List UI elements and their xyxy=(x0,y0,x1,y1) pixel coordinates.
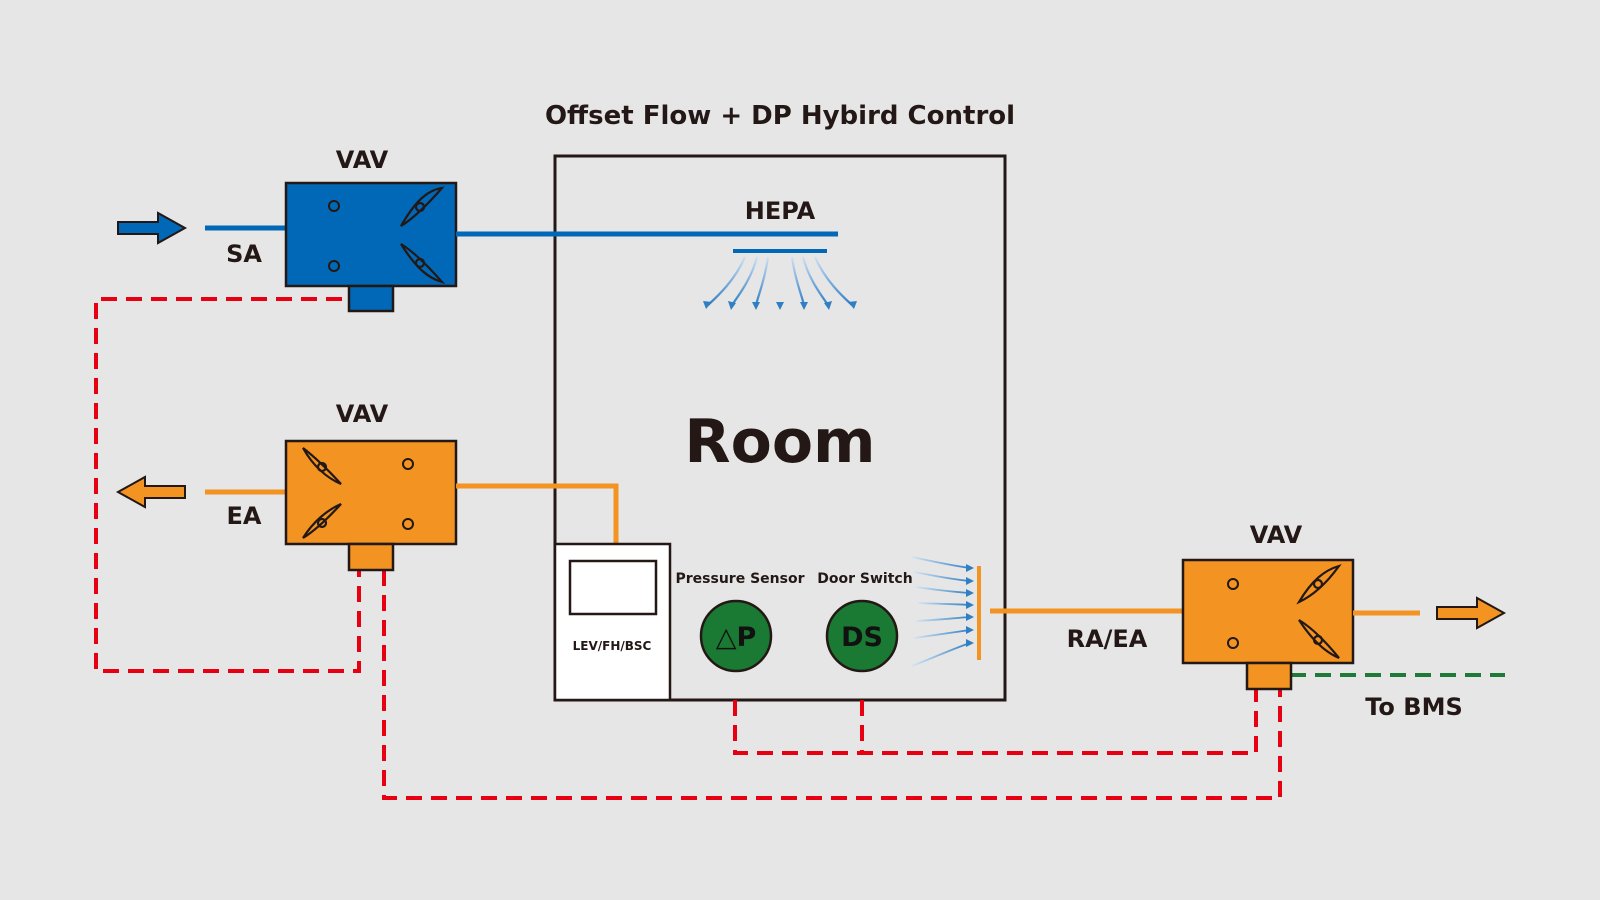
control-line-sensors-to-return xyxy=(733,690,1258,755)
exhaust-vav-box xyxy=(284,439,458,572)
hepa-airflow-arrowheads xyxy=(703,301,857,310)
door-switch-symbol: DS xyxy=(841,622,883,653)
damper-blade-icon xyxy=(400,243,446,285)
hepa-label: HEPA xyxy=(745,197,816,225)
control-line-supply-to-exhaust xyxy=(94,297,361,673)
bms-label: To BMS xyxy=(1365,693,1463,721)
damper-blade-icon xyxy=(302,447,342,486)
exhaust-vav-label: VAV xyxy=(336,400,389,428)
exhaust-duct-to-hood xyxy=(456,483,619,544)
return-airflow-icon xyxy=(911,556,971,667)
pressure-sensor-symbol: △P xyxy=(716,622,757,653)
damper-blade-icon xyxy=(302,502,342,539)
damper-blade-icon xyxy=(400,186,445,227)
door-switch-label: Door Switch xyxy=(817,571,912,587)
supply-vav-label: VAV xyxy=(336,146,389,174)
room-label: Room xyxy=(684,407,875,477)
supply-inlet-arrow-icon xyxy=(117,211,188,245)
return-vav-label: VAV xyxy=(1250,521,1303,549)
exhaust-outlet-arrow-icon xyxy=(115,475,186,509)
supply-vav-box xyxy=(284,181,458,313)
lev-fh-bsc-label: LEV/FH/BSC xyxy=(573,639,652,653)
hepa-airflow-icon xyxy=(707,256,853,306)
damper-blade-icon xyxy=(1298,619,1340,660)
exhaust-air-label: EA xyxy=(227,502,262,530)
return-air-label: RA/EA xyxy=(1067,625,1148,653)
room-box xyxy=(553,154,1007,702)
pressure-sensor xyxy=(699,599,773,673)
return-outlet-arrow-icon xyxy=(1436,596,1507,630)
return-airflow-arrowheads xyxy=(966,564,974,647)
diagram-title: Offset Flow + DP Hybird Control xyxy=(545,101,1015,131)
door-switch xyxy=(825,599,899,673)
return-vav-box xyxy=(1181,558,1355,691)
lev-fh-bsc-unit xyxy=(553,542,672,702)
control-line-exhaust-to-return xyxy=(382,570,1282,800)
pressure-sensor-label: Pressure Sensor xyxy=(676,571,805,587)
supply-air-label: SA xyxy=(226,240,262,268)
damper-blade-icon xyxy=(1296,564,1342,605)
